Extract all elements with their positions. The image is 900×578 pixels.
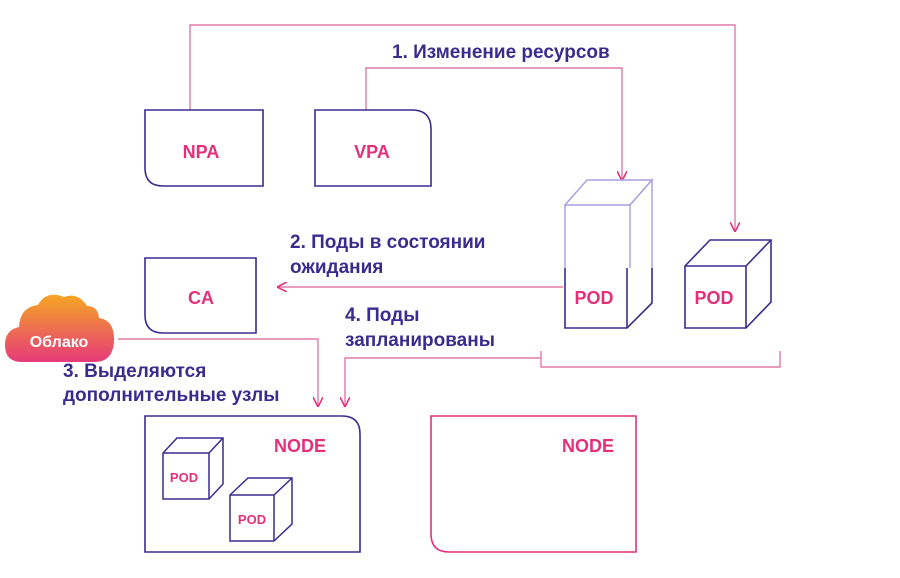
vpa-to-pod-arrow bbox=[365, 67, 622, 180]
step-2-caption-line-1: 2. Поды в состоянии bbox=[290, 232, 485, 253]
step-2-caption-line-2: ожидания bbox=[290, 257, 383, 278]
ca-box: CA bbox=[144, 257, 257, 334]
node-left-label: NODE bbox=[274, 436, 326, 456]
pods-bracket bbox=[540, 351, 781, 368]
step-3-caption-line-2: дополнительные узлы bbox=[63, 385, 279, 406]
step-3-caption-line-1: 3. Выделяются bbox=[63, 361, 206, 382]
npa-label: NPA bbox=[183, 142, 220, 162]
node-left-pod-2-label: POD bbox=[238, 512, 266, 527]
pod-resized-label: POD bbox=[574, 288, 613, 308]
scheduled-to-node-arrow bbox=[345, 357, 541, 406]
vpa-label: VPA bbox=[354, 142, 390, 162]
cloud-label: Облако bbox=[30, 334, 89, 351]
node-left-pod-1: POD bbox=[162, 437, 224, 500]
pod-new-label: POD bbox=[694, 288, 733, 308]
npa-box: NPA bbox=[144, 109, 264, 187]
npa-to-pod-arrow bbox=[189, 24, 735, 231]
connectors bbox=[118, 24, 781, 406]
node-left-pod-1-label: POD bbox=[170, 470, 198, 485]
ca-label: CA bbox=[188, 288, 214, 308]
pod-resized-cube: POD bbox=[563, 178, 654, 329]
cloud-to-node-arrow bbox=[118, 338, 318, 406]
node-left-pod-2: POD bbox=[229, 477, 293, 542]
node-right-label: NODE bbox=[562, 436, 614, 456]
cloud-icon: Облако bbox=[5, 294, 114, 362]
node-right: NODE bbox=[430, 415, 637, 553]
step-4-caption-line-2: запланированы bbox=[345, 330, 495, 351]
step-4-caption-line-1: 4. Поды bbox=[345, 305, 419, 326]
step-1-caption: 1. Изменение ресурсов bbox=[392, 42, 610, 63]
vpa-box: VPA bbox=[314, 109, 432, 187]
pod-new-cube: POD bbox=[684, 239, 772, 329]
